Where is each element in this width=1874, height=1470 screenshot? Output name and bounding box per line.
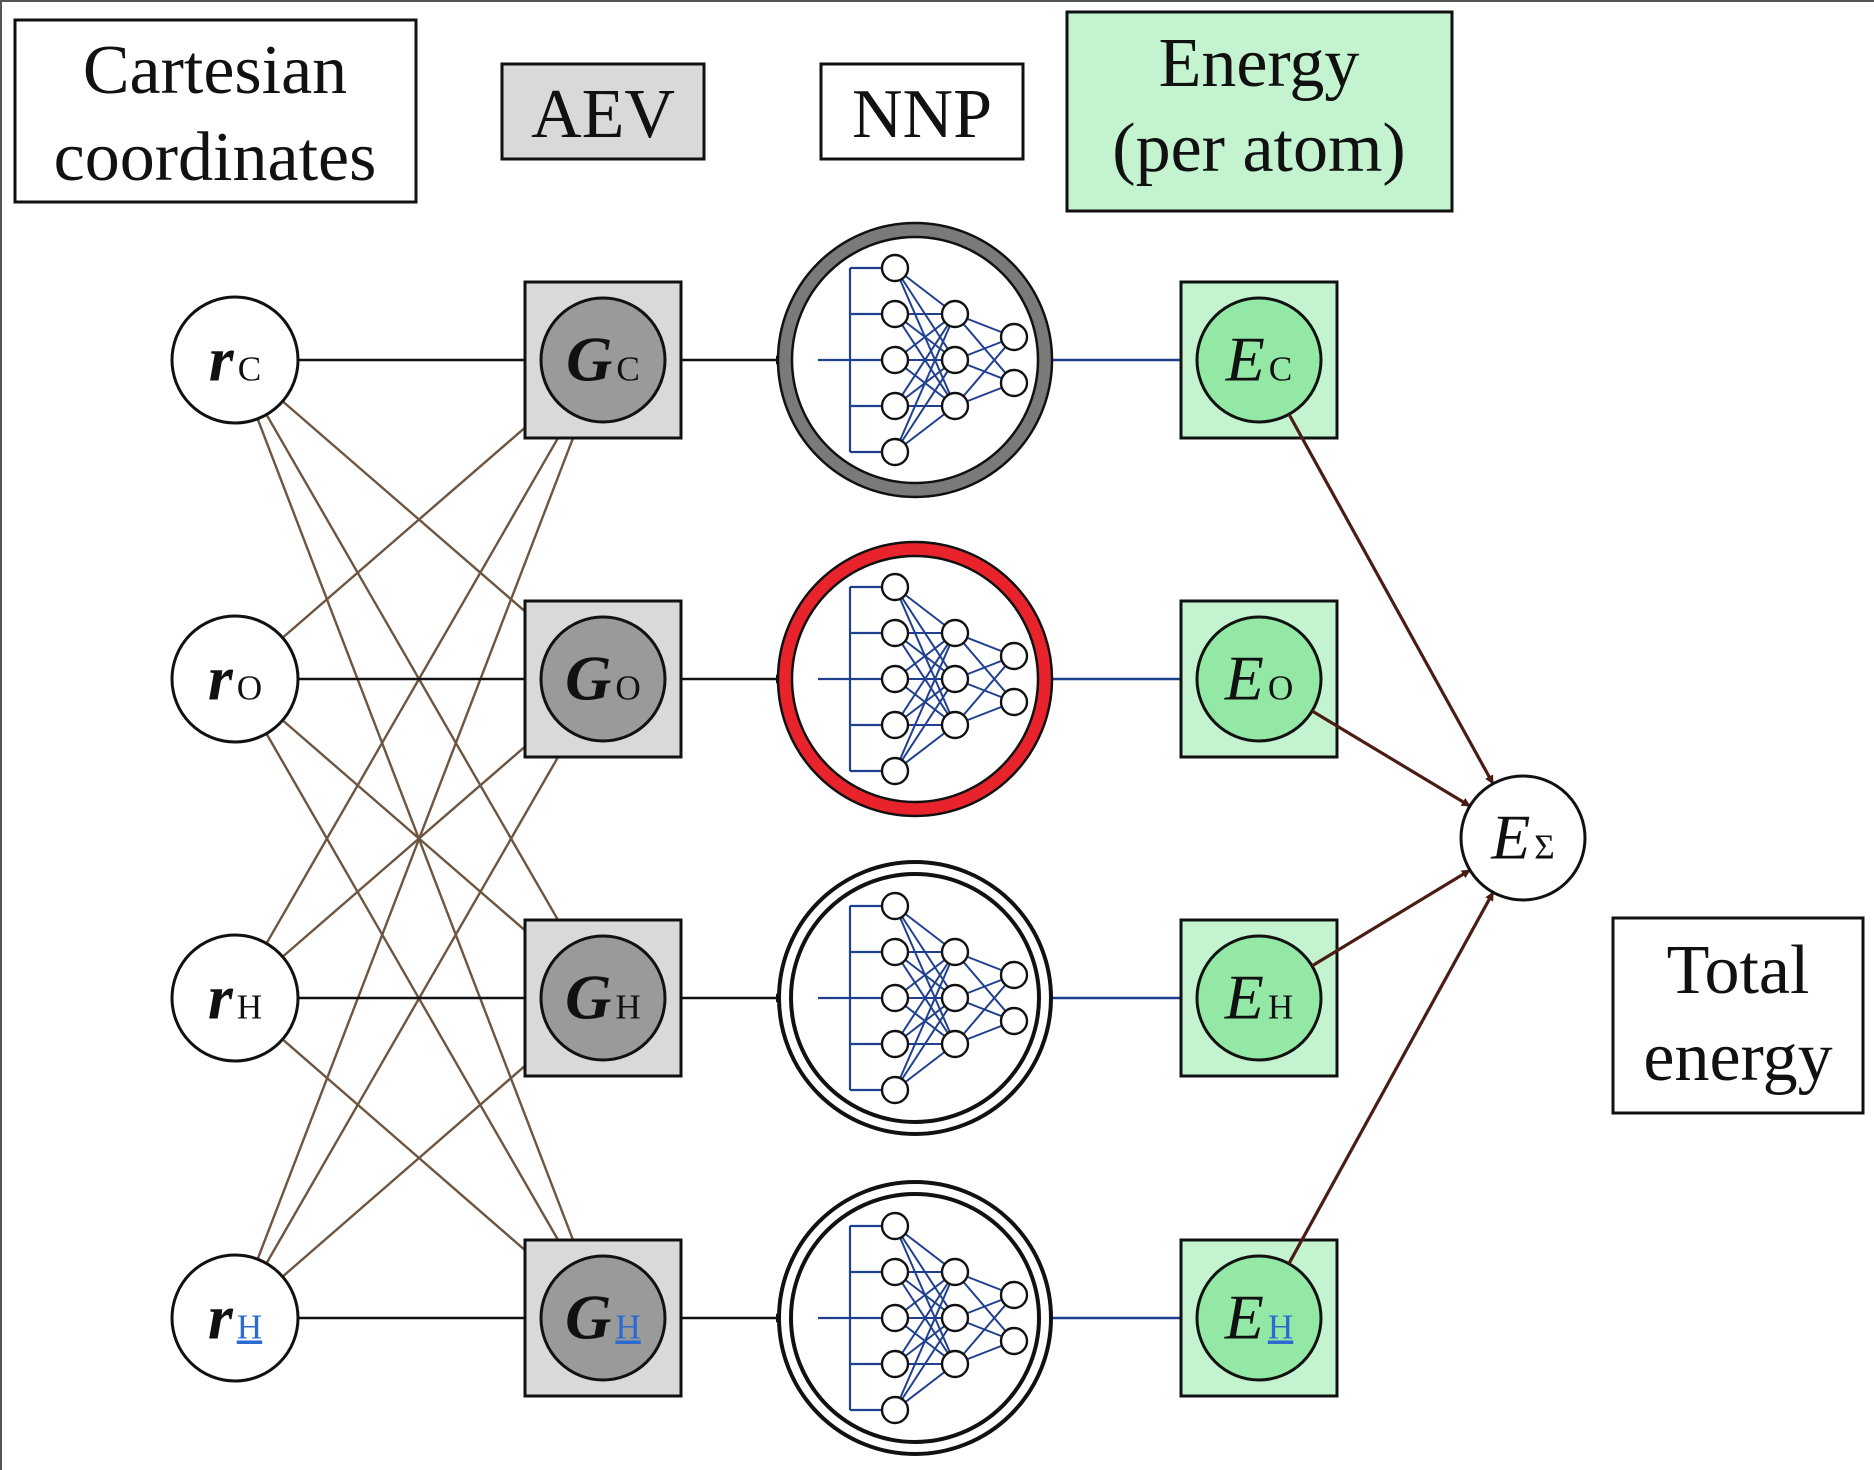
header-cartesian-line2: coordinates bbox=[54, 119, 377, 196]
neuron-node bbox=[880, 756, 910, 786]
aev-cross-arrow bbox=[281, 399, 557, 639]
energy-to-sum-arrow bbox=[1311, 868, 1471, 968]
neural-net-icon bbox=[818, 572, 1029, 786]
aev-cross-arrow bbox=[256, 417, 582, 1260]
neuron-node bbox=[999, 641, 1029, 671]
neuron-node bbox=[880, 1395, 910, 1425]
nnp-network-o bbox=[776, 540, 1054, 818]
header-nnp: NNP bbox=[819, 62, 1025, 161]
nnp-network-c bbox=[776, 221, 1054, 499]
neuron-node bbox=[999, 368, 1029, 398]
energy-to-sum-arrow bbox=[1311, 709, 1471, 808]
neuron-node bbox=[940, 710, 970, 740]
neuron-node bbox=[880, 664, 910, 694]
neuron-node bbox=[880, 937, 910, 967]
neuron-node bbox=[880, 391, 910, 421]
aev-cross-arrow bbox=[281, 1037, 558, 1278]
neural-net-icon bbox=[818, 891, 1029, 1105]
neuron-node bbox=[999, 960, 1029, 990]
neuron-node bbox=[880, 618, 910, 648]
neuron-node bbox=[880, 345, 910, 375]
neuron-node bbox=[940, 391, 970, 421]
header-cartesian-coordinates: Cartesian coordinates bbox=[13, 18, 418, 204]
nnp-network-h bbox=[777, 860, 1053, 1136]
neuron-node bbox=[880, 572, 910, 602]
nnp-network-h bbox=[777, 1180, 1053, 1456]
neuron-node bbox=[880, 710, 910, 740]
neuron-node bbox=[880, 983, 910, 1013]
header-energy-line2: (per atom) bbox=[1112, 110, 1405, 187]
neuron-node bbox=[880, 299, 910, 329]
header-total-line2: energy bbox=[1643, 1019, 1832, 1096]
neural-net-icon bbox=[818, 1211, 1029, 1425]
header-aev: AEV bbox=[500, 62, 706, 161]
neuron-node bbox=[880, 1349, 910, 1379]
neuron-node bbox=[940, 1029, 970, 1059]
neuron-node bbox=[880, 1303, 910, 1333]
neuron-node bbox=[940, 664, 970, 694]
neuron-node bbox=[880, 1211, 910, 1241]
energy-to-sum-arrow bbox=[1287, 413, 1495, 785]
neuron-node bbox=[880, 437, 910, 467]
neuron-node bbox=[940, 345, 970, 375]
header-cartesian-line1: Cartesian bbox=[83, 32, 347, 109]
header-total-line1: Total bbox=[1667, 932, 1810, 1009]
neuron-node bbox=[940, 299, 970, 329]
neuron-node bbox=[940, 1303, 970, 1333]
neuron-node bbox=[999, 687, 1029, 717]
row-flow-arrows bbox=[298, 355, 1198, 1323]
aev-input-arrows bbox=[256, 399, 582, 1279]
neuron-node bbox=[940, 618, 970, 648]
neuron-node bbox=[880, 1257, 910, 1287]
neuron-node bbox=[999, 1280, 1029, 1310]
header-total-energy: Total energy bbox=[1611, 916, 1865, 1115]
header-aev-label: AEV bbox=[531, 76, 675, 153]
neuron-node bbox=[880, 253, 910, 283]
neuron-node bbox=[999, 1326, 1029, 1356]
neuron-node bbox=[880, 891, 910, 921]
neuron-node bbox=[940, 1257, 970, 1287]
neuron-node bbox=[940, 983, 970, 1013]
neuron-node bbox=[940, 937, 970, 967]
neuron-node bbox=[999, 1006, 1029, 1036]
energy-to-sum-arrow bbox=[1287, 891, 1495, 1265]
header-energy-per-atom: Energy (per atom) bbox=[1065, 10, 1454, 213]
neuron-node bbox=[999, 322, 1029, 352]
header-nnp-label: NNP bbox=[852, 76, 992, 153]
neuron-node bbox=[880, 1075, 910, 1105]
neuron-node bbox=[940, 1349, 970, 1379]
header-energy-line1: Energy bbox=[1159, 25, 1360, 102]
neural-net-icon bbox=[818, 253, 1029, 467]
neuron-node bbox=[880, 1029, 910, 1059]
